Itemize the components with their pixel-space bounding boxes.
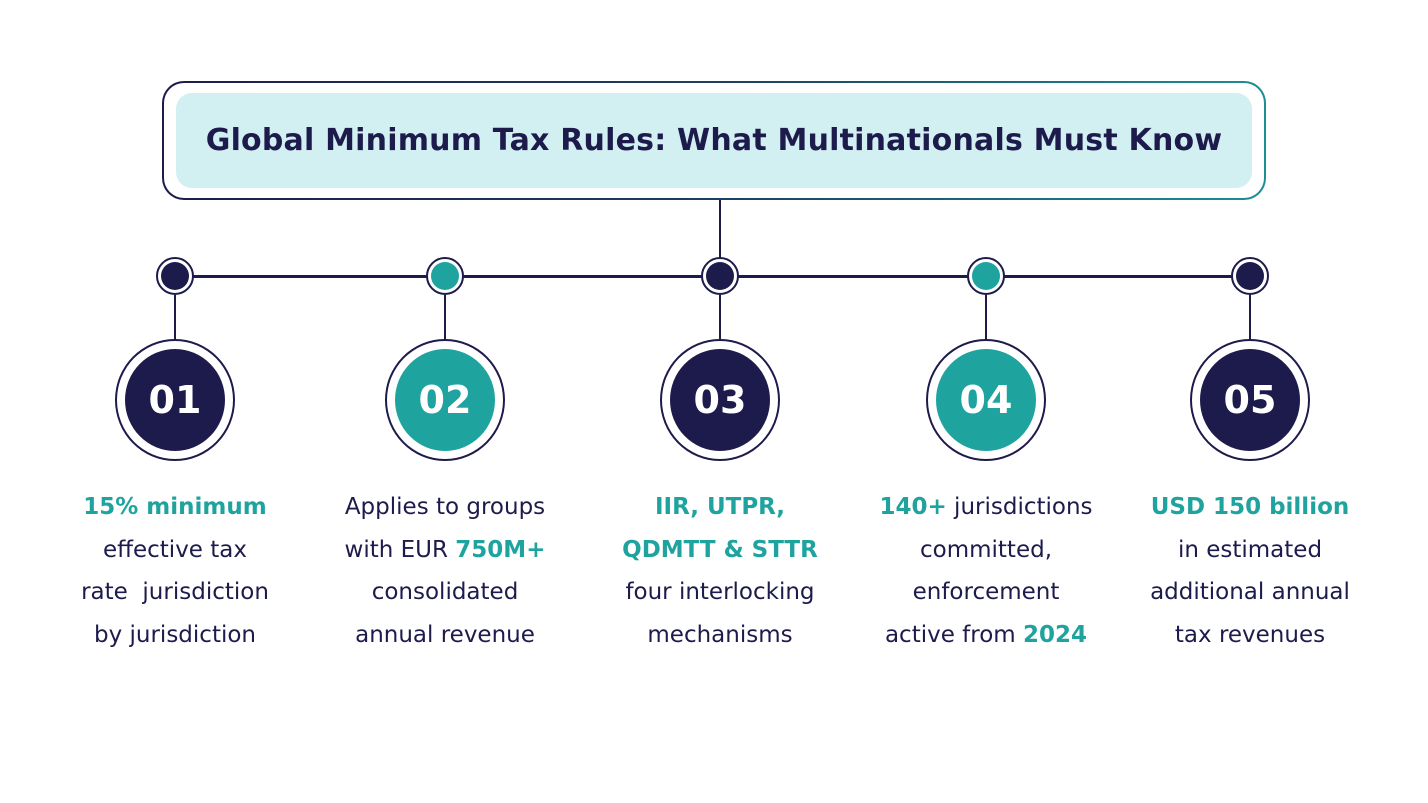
body-text: in estimated	[1177, 536, 1323, 563]
title-box-fill: Global Minimum Tax Rules: What Multinati…	[176, 93, 1252, 188]
body-text: rate jurisdiction	[81, 579, 269, 606]
step-number: 01	[148, 378, 202, 422]
body-text: jurisdictions	[946, 494, 1093, 520]
highlight-text: 750M+	[455, 536, 546, 563]
description-line: by jurisdiction	[45, 614, 305, 657]
timeline-node-dot	[972, 262, 1000, 290]
step-badge-fill: 04	[936, 349, 1036, 451]
description-line: additional annual	[1120, 571, 1380, 614]
page-title: Global Minimum Tax Rules: What Multinati…	[205, 123, 1223, 158]
body-text: enforcement	[912, 579, 1060, 606]
body-text: effective tax	[103, 536, 247, 563]
timeline-node-01	[156, 257, 194, 295]
step-number: 03	[693, 378, 747, 422]
description-line: annual revenue	[315, 614, 575, 657]
step-description-02: Applies to groups with EUR 750M+ consolida…	[315, 486, 575, 657]
body-text: four interlocking	[625, 579, 815, 606]
description-line: committed,	[856, 529, 1116, 572]
highlight-text: 15% minimum	[83, 494, 267, 520]
step-connector-line	[985, 295, 987, 341]
step-number: 02	[418, 378, 472, 422]
title-box: Global Minimum Tax Rules: What Multinati…	[162, 81, 1266, 200]
title-connector-line	[719, 200, 721, 260]
body-text: annual revenue	[355, 622, 535, 649]
step-description-05: USD 150 billion in estimated additional an…	[1120, 486, 1380, 657]
title-box-frame: Global Minimum Tax Rules: What Multinati…	[164, 83, 1264, 198]
timeline-node-03	[701, 257, 739, 295]
step-number: 04	[959, 378, 1013, 422]
body-text: committed,	[919, 536, 1052, 563]
highlight-text: 140+	[879, 494, 947, 520]
body-text: additional annual	[1150, 579, 1350, 606]
step-badge-02: 02	[385, 339, 505, 461]
step-badge-04: 04	[926, 339, 1046, 461]
step-connector-line	[1249, 295, 1251, 341]
timeline-node-02	[426, 257, 464, 295]
step-description-01: 15% minimum effective tax rate jurisdictio…	[45, 486, 305, 657]
description-line: consolidated	[315, 571, 575, 614]
body-text: by jurisdiction	[93, 622, 256, 649]
description-line: with EUR 750M+	[315, 529, 575, 572]
description-line: IIR, UTPR,	[590, 486, 850, 529]
highlight-text: QDMTT & STTR	[622, 536, 818, 563]
body-text: mechanisms	[647, 622, 793, 649]
step-description-03: IIR, UTPR, QDMTT & STTR four interlocking m…	[590, 486, 850, 657]
step-description-04: 140+ jurisdictions committed, enforcement a…	[856, 486, 1116, 657]
timeline-node-dot	[431, 262, 459, 290]
description-line: 140+ jurisdictions	[856, 486, 1116, 529]
highlight-text: USD 150 billion	[1150, 494, 1350, 520]
description-line: tax revenues	[1120, 614, 1380, 657]
highlight-text: 2024	[1023, 622, 1088, 649]
highlight-text: IIR, UTPR,	[654, 494, 786, 520]
description-line: Applies to groups	[315, 486, 575, 529]
description-line: effective tax	[45, 529, 305, 572]
step-connector-line	[719, 295, 721, 341]
step-badge-fill: 03	[670, 349, 770, 451]
step-badge-fill: 02	[395, 349, 495, 451]
description-line: active from 2024	[856, 614, 1116, 657]
description-line: rate jurisdiction	[45, 571, 305, 614]
timeline-node-dot	[1236, 262, 1264, 290]
step-badge-fill: 05	[1200, 349, 1300, 451]
description-line: enforcement	[856, 571, 1116, 614]
timeline-node-dot	[161, 262, 189, 290]
body-text: active from	[884, 622, 1024, 649]
step-connector-line	[444, 295, 446, 341]
body-text: tax revenues	[1174, 622, 1326, 649]
timeline-node-05	[1231, 257, 1269, 295]
body-text: Applies to groups	[344, 494, 546, 520]
description-line: USD 150 billion	[1120, 486, 1380, 529]
body-text: consolidated	[371, 579, 519, 606]
step-connector-line	[174, 295, 176, 341]
timeline-node-04	[967, 257, 1005, 295]
step-number: 05	[1223, 378, 1277, 422]
timeline-node-dot	[706, 262, 734, 290]
body-text: with EUR	[344, 536, 456, 563]
step-badge-03: 03	[660, 339, 780, 461]
description-line: mechanisms	[590, 614, 850, 657]
description-line: QDMTT & STTR	[590, 529, 850, 572]
step-badge-01: 01	[115, 339, 235, 461]
description-line: four interlocking	[590, 571, 850, 614]
description-line: 15% minimum	[45, 486, 305, 529]
description-line: in estimated	[1120, 529, 1380, 572]
step-badge-05: 05	[1190, 339, 1310, 461]
step-badge-fill: 01	[125, 349, 225, 451]
